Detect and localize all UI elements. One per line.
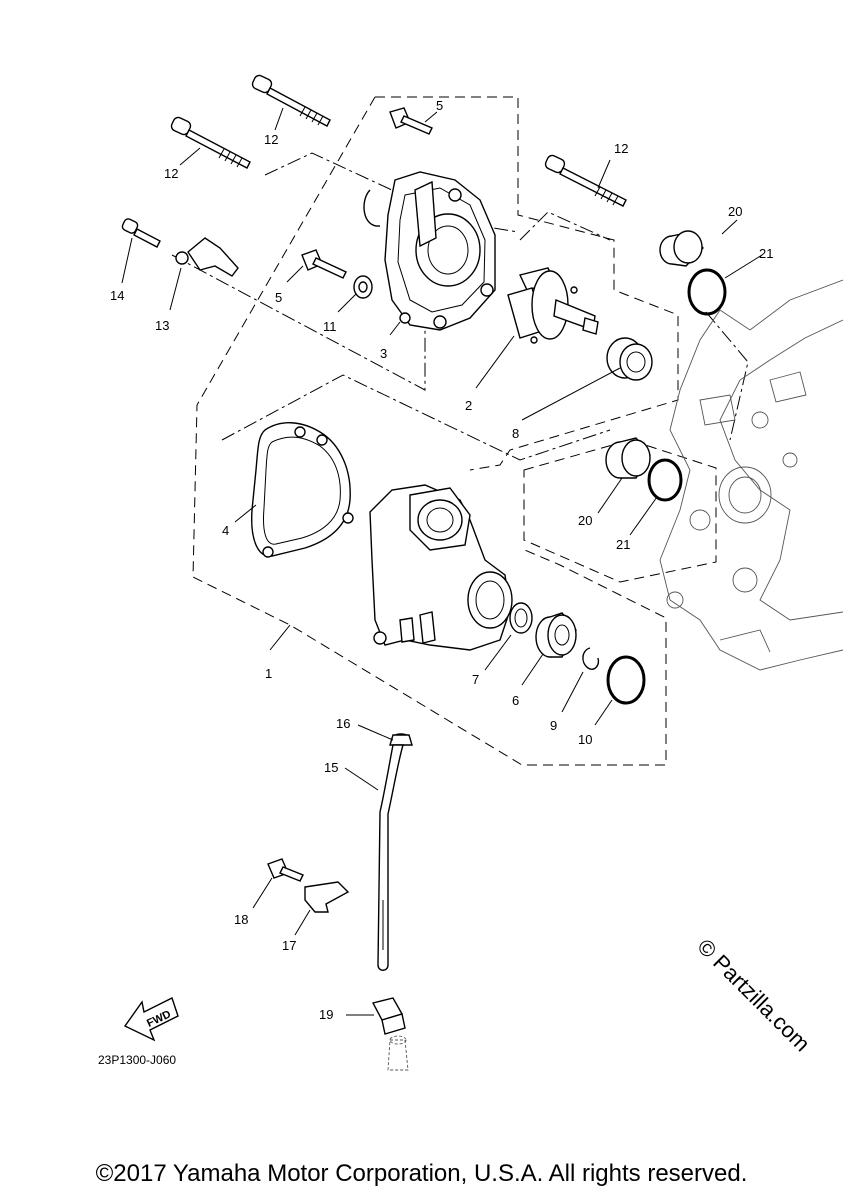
pump-housing-1 [369, 484, 513, 651]
callout-20-right: 20 [578, 513, 592, 528]
o-ring-21-right [647, 458, 683, 502]
callout-17: 17 [282, 938, 296, 953]
fwd-arrow-icon: FWD [123, 997, 179, 1042]
callout-2: 2 [465, 398, 472, 413]
callout-20-upper: 20 [728, 204, 742, 219]
gasket-4 [251, 422, 354, 558]
bracket-17 [304, 881, 350, 913]
callout-12-top: 12 [264, 132, 278, 147]
callout-7: 7 [472, 672, 479, 687]
washer-11 [353, 275, 373, 299]
o-ring-21-upper [687, 268, 727, 316]
callout-5-top: 5 [436, 98, 443, 113]
circlip-9 [582, 647, 600, 670]
callout-12-right: 12 [614, 141, 628, 156]
assembly-boundary-right [523, 439, 717, 583]
bracket-13 [175, 237, 239, 277]
centerline-bolts [264, 152, 519, 233]
bolt-5-top [389, 107, 433, 135]
engine-case-outline [659, 279, 843, 671]
bearing-6 [535, 612, 577, 658]
callout-9: 9 [550, 718, 557, 733]
callout-13: 13 [155, 318, 169, 333]
callout-5-left: 5 [275, 290, 282, 305]
callout-8: 8 [512, 426, 519, 441]
o-ring-10 [606, 655, 646, 705]
callout-3: 3 [380, 346, 387, 361]
centerline-screw [171, 254, 426, 391]
callout-6: 6 [512, 693, 519, 708]
callout-21-right: 21 [616, 537, 630, 552]
seal-7 [509, 602, 533, 634]
screw-14 [121, 218, 161, 248]
centerline-gasket [221, 374, 611, 461]
hose-15 [377, 744, 404, 971]
bolt-18 [267, 858, 304, 882]
bolt-12-top [251, 74, 331, 127]
callout-12-middle: 12 [164, 166, 178, 181]
collar-20-upper [659, 230, 704, 267]
callout-19: 19 [319, 1007, 333, 1022]
callout-21-upper: 21 [759, 246, 773, 261]
callout-4: 4 [222, 523, 229, 538]
callout-10: 10 [578, 732, 592, 747]
diagram-code: 23P1300-J060 [98, 1053, 176, 1067]
assembly-boundary-upper [375, 96, 679, 471]
hose-clip-16 [389, 733, 413, 746]
bolt-12-right [544, 154, 627, 207]
callout-14: 14 [110, 288, 124, 303]
callout-1: 1 [265, 666, 272, 681]
seal-8 [606, 337, 653, 381]
callout-15: 15 [324, 760, 338, 775]
housing-cover-3 [363, 171, 496, 331]
hose-end-ghost [387, 1035, 409, 1071]
callout-11: 11 [323, 319, 337, 334]
impeller-2 [507, 267, 599, 344]
copyright-notice: ©2017 Yamaha Motor Corporation, U.S.A. A… [95, 1160, 748, 1187]
leader-lines [121, 107, 763, 1016]
centerline-bolt-right [519, 211, 611, 241]
bolt-12-middle [170, 116, 251, 169]
watermark: © Partzilla.com [692, 934, 815, 1057]
bolt-5-left [301, 249, 347, 279]
clamp-19 [371, 997, 406, 1035]
callout-16: 16 [336, 716, 350, 731]
collar-20-right [605, 437, 651, 479]
callout-18: 18 [234, 912, 248, 927]
centerline-engine [705, 311, 749, 441]
